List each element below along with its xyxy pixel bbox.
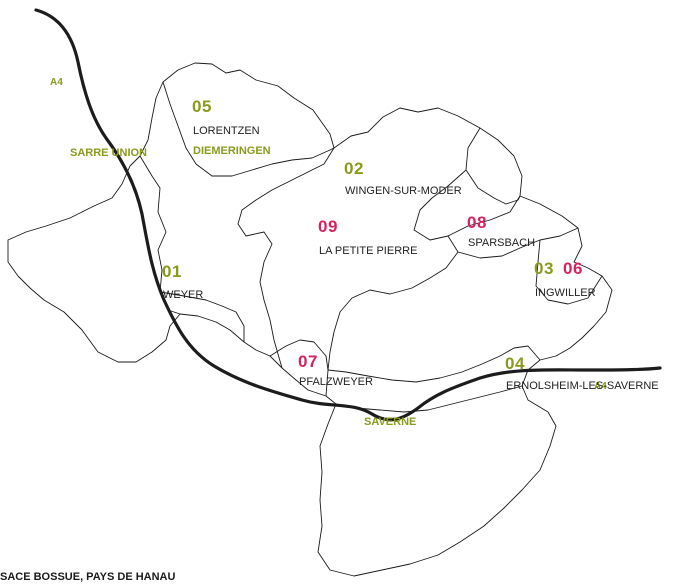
a4-label-north: A4 — [50, 77, 63, 88]
site-number-05: 05 — [192, 97, 212, 116]
site-number-07: 07 — [298, 352, 318, 371]
site-name-ingwiller: INGWILLER — [535, 287, 596, 299]
site-number-02: 02 — [344, 159, 364, 178]
site-name-sparsbach: SPARSBACH — [468, 237, 536, 249]
site-number-04: 04 — [505, 354, 525, 373]
site-number-09: 09 — [318, 217, 338, 236]
site-number-08: 08 — [467, 213, 487, 232]
site-name-ernolsheim-les-saverne: ERNOLSHEIM-LES-SAVERNE — [506, 380, 659, 392]
commune-boundary-ingwiller — [535, 239, 603, 305]
commune-boundary-weyer — [159, 291, 245, 342]
a4-motorway — [34, 8, 662, 422]
place-sarre-union: SARRE UNION — [70, 147, 148, 159]
place-diemeringen: DIEMERINGEN — [193, 145, 271, 157]
commune-boundary-sparsbach — [447, 195, 579, 259]
commune-boundary-pfalzweyer — [269, 339, 329, 371]
site-number-06: 06 — [563, 259, 583, 278]
site-name-weyer: WEYER — [163, 289, 204, 301]
map-caption: SACE BOSSUE, PAYS DE HANAU — [0, 571, 176, 583]
site-name-la-petite-pierre: LA PETITE PIERRE — [319, 245, 418, 257]
commune-boundary-petite-pierre — [325, 127, 521, 397]
a4-label-east: A4 — [594, 381, 607, 392]
site-name-wingen-sur-moder: WINGEN-SUR-MODER — [345, 185, 462, 197]
site-name-pfalzweyer: PFALZWEYER — [299, 376, 373, 388]
site-number-03: 03 — [534, 259, 554, 278]
site-name-lorentzen: LORENTZEN — [193, 125, 260, 137]
district-outline — [7, 62, 613, 577]
commune-boundary-south — [327, 345, 541, 383]
place-saverne: SAVERNE — [364, 416, 417, 428]
commune-boundary-central — [237, 147, 335, 369]
commune-boundary-lorentzen — [162, 81, 335, 177]
site-number-01: 01 — [162, 262, 182, 281]
